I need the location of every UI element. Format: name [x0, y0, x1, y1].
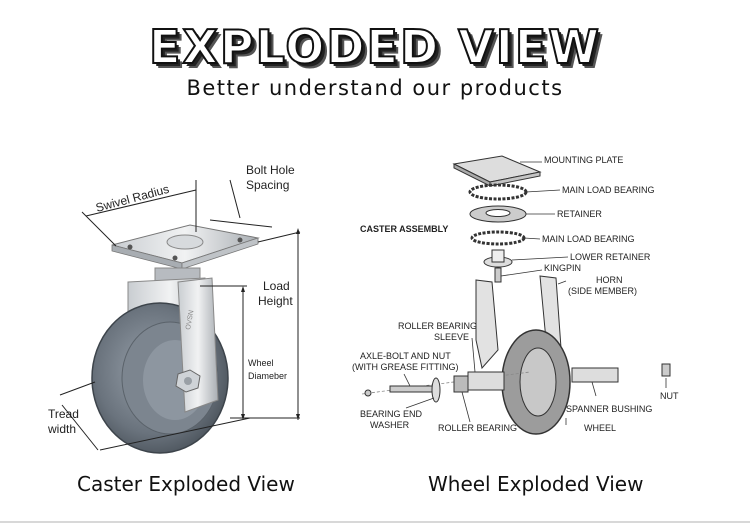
roller-bearing [453, 375, 469, 393]
load-height-label-2: Height [258, 294, 293, 308]
swivel-radius-label: Swivel Radius [94, 182, 170, 215]
retainer-label: RETAINER [557, 209, 602, 219]
axle-bolt-label-2: (WITH GREASE FITTING) [352, 362, 459, 372]
page-subtitle: Better understand our products [186, 76, 564, 100]
bolt-hole-label-2: Spacing [246, 178, 289, 192]
caster-dimension-diagram: OVSN Swivel Radius Bolt Hole Spacing Loa… [47, 163, 301, 454]
nut [661, 363, 671, 377]
roller-bearing-sleeve-label-2: SLEEVE [434, 332, 469, 342]
page-title: EXPLODED VIEW [148, 19, 602, 75]
nut-label: NUT [660, 391, 679, 401]
bearing-end-washer-label: BEARING END [360, 409, 423, 419]
main-load-bearing-bottom-label: MAIN LOAD BEARING [542, 234, 635, 244]
mounting-plate-label: MOUNTING PLATE [544, 155, 623, 165]
kingpin [494, 267, 502, 283]
tread-width-label-2: width [47, 422, 76, 436]
caster-caption: Caster Exploded View [77, 472, 295, 496]
caster-assembly-label: CASTER ASSEMBLY [360, 224, 448, 234]
wheel-exploded-diagram: CASTER ASSEMBLY MOUNTING PLATE MAIN LOAD… [352, 155, 679, 435]
wheel-label: WHEEL [584, 423, 616, 433]
roller-bearing-sleeve-label: ROLLER BEARING [398, 321, 477, 331]
roller-bearing-sleeve [467, 371, 505, 391]
bearing-end-washer [431, 377, 441, 403]
spanner-bushing [571, 367, 619, 383]
horn-label: HORN [596, 275, 623, 285]
horn-label-2: (SIDE MEMBER) [568, 286, 637, 296]
main-load-bearing-top [468, 183, 528, 201]
spanner-bushing-label: SPANNER BUSHING [566, 404, 652, 414]
divider [0, 521, 750, 523]
main-load-bearing-bottom [470, 230, 526, 246]
load-height-label: Load [263, 279, 290, 293]
tread-width-label: Tread [48, 407, 79, 421]
dimension-lines [59, 179, 301, 451]
roller-bearing-label: ROLLER BEARING [438, 423, 517, 433]
axle-bolt-label: AXLE-BOLT AND NUT [360, 351, 451, 361]
lower-retainer-label: LOWER RETAINER [570, 252, 651, 262]
bearing-end-washer-label-2: WASHER [370, 420, 410, 430]
wheel-diameter-label-2: Diameber [248, 371, 287, 381]
bolt-hole-label: Bolt Hole [246, 163, 295, 177]
wheel-diameter-label: Wheel [248, 358, 274, 368]
svg-text:OVSN: OVSN [185, 310, 195, 331]
wheel-caption: Wheel Exploded View [428, 472, 644, 496]
horn-side-member [475, 279, 499, 370]
leader-lines [403, 161, 667, 425]
kingpin-label: KINGPIN [544, 263, 581, 273]
main-load-bearing-top-label: MAIN LOAD BEARING [562, 185, 655, 195]
axle-bolt [389, 385, 437, 393]
